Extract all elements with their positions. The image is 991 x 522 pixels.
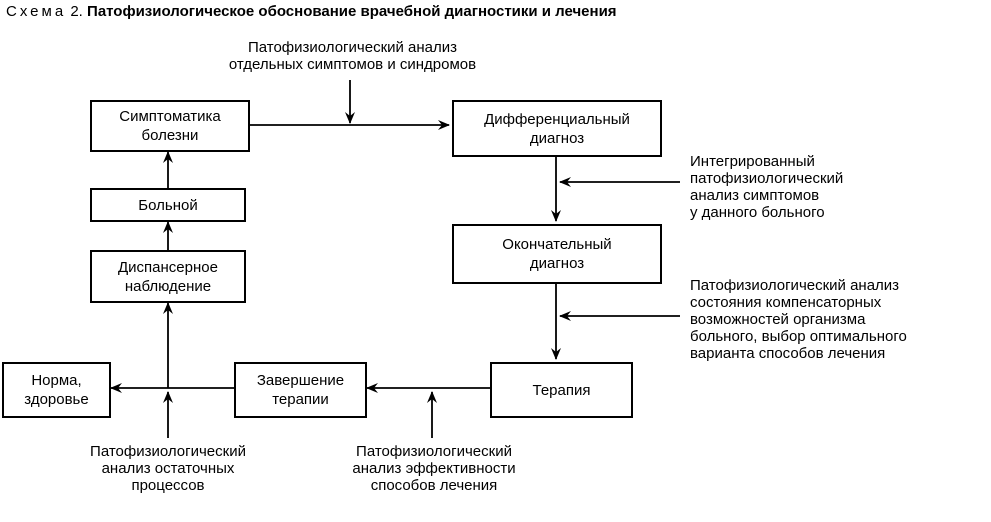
note-effectiveness: Патофизиологический анализ эффективности… [352,443,516,494]
box-symptoms: Симптоматика болезни [90,100,250,152]
box-differential-label: Дифференциальный диагноз [484,110,630,147]
title-text: Патофизиологическое обоснование врачебно… [87,3,617,20]
title-label: Схема [6,3,67,20]
title-number: 2. [70,3,83,20]
box-dispensary: Диспансерное наблюдение [90,250,246,303]
box-completion-label: Завершение терапии [256,372,345,408]
box-therapy-label: Терапия [532,381,591,399]
box-norm: Норма, здоровье [2,362,111,418]
note-top: Патофизиологический анализ отдельных сим… [228,39,477,73]
note-residual: Патофизиологический анализ остаточных пр… [90,443,246,494]
box-norm-label: Норма, здоровье [24,372,89,408]
box-patient-label: Больной [138,196,198,214]
box-differential: Дифференциальный диагноз [452,100,662,157]
box-final: Окончательный диагноз [452,224,662,284]
box-therapy: Терапия [490,362,633,418]
note-compensatory: Патофизиологический анализ состояния ком… [690,277,907,362]
box-completion: Завершение терапии [234,362,367,418]
box-final-label: Окончательный диагноз [502,236,612,272]
diagram-title: Схема 2. Патофизиологическое обоснование… [6,3,617,20]
box-dispensary-label: Диспансерное наблюдение [118,258,218,295]
box-symptoms-label: Симптоматика болезни [119,108,221,144]
box-patient: Больной [90,188,246,222]
note-integrated: Интегрированный патофизиологический анал… [690,153,844,221]
